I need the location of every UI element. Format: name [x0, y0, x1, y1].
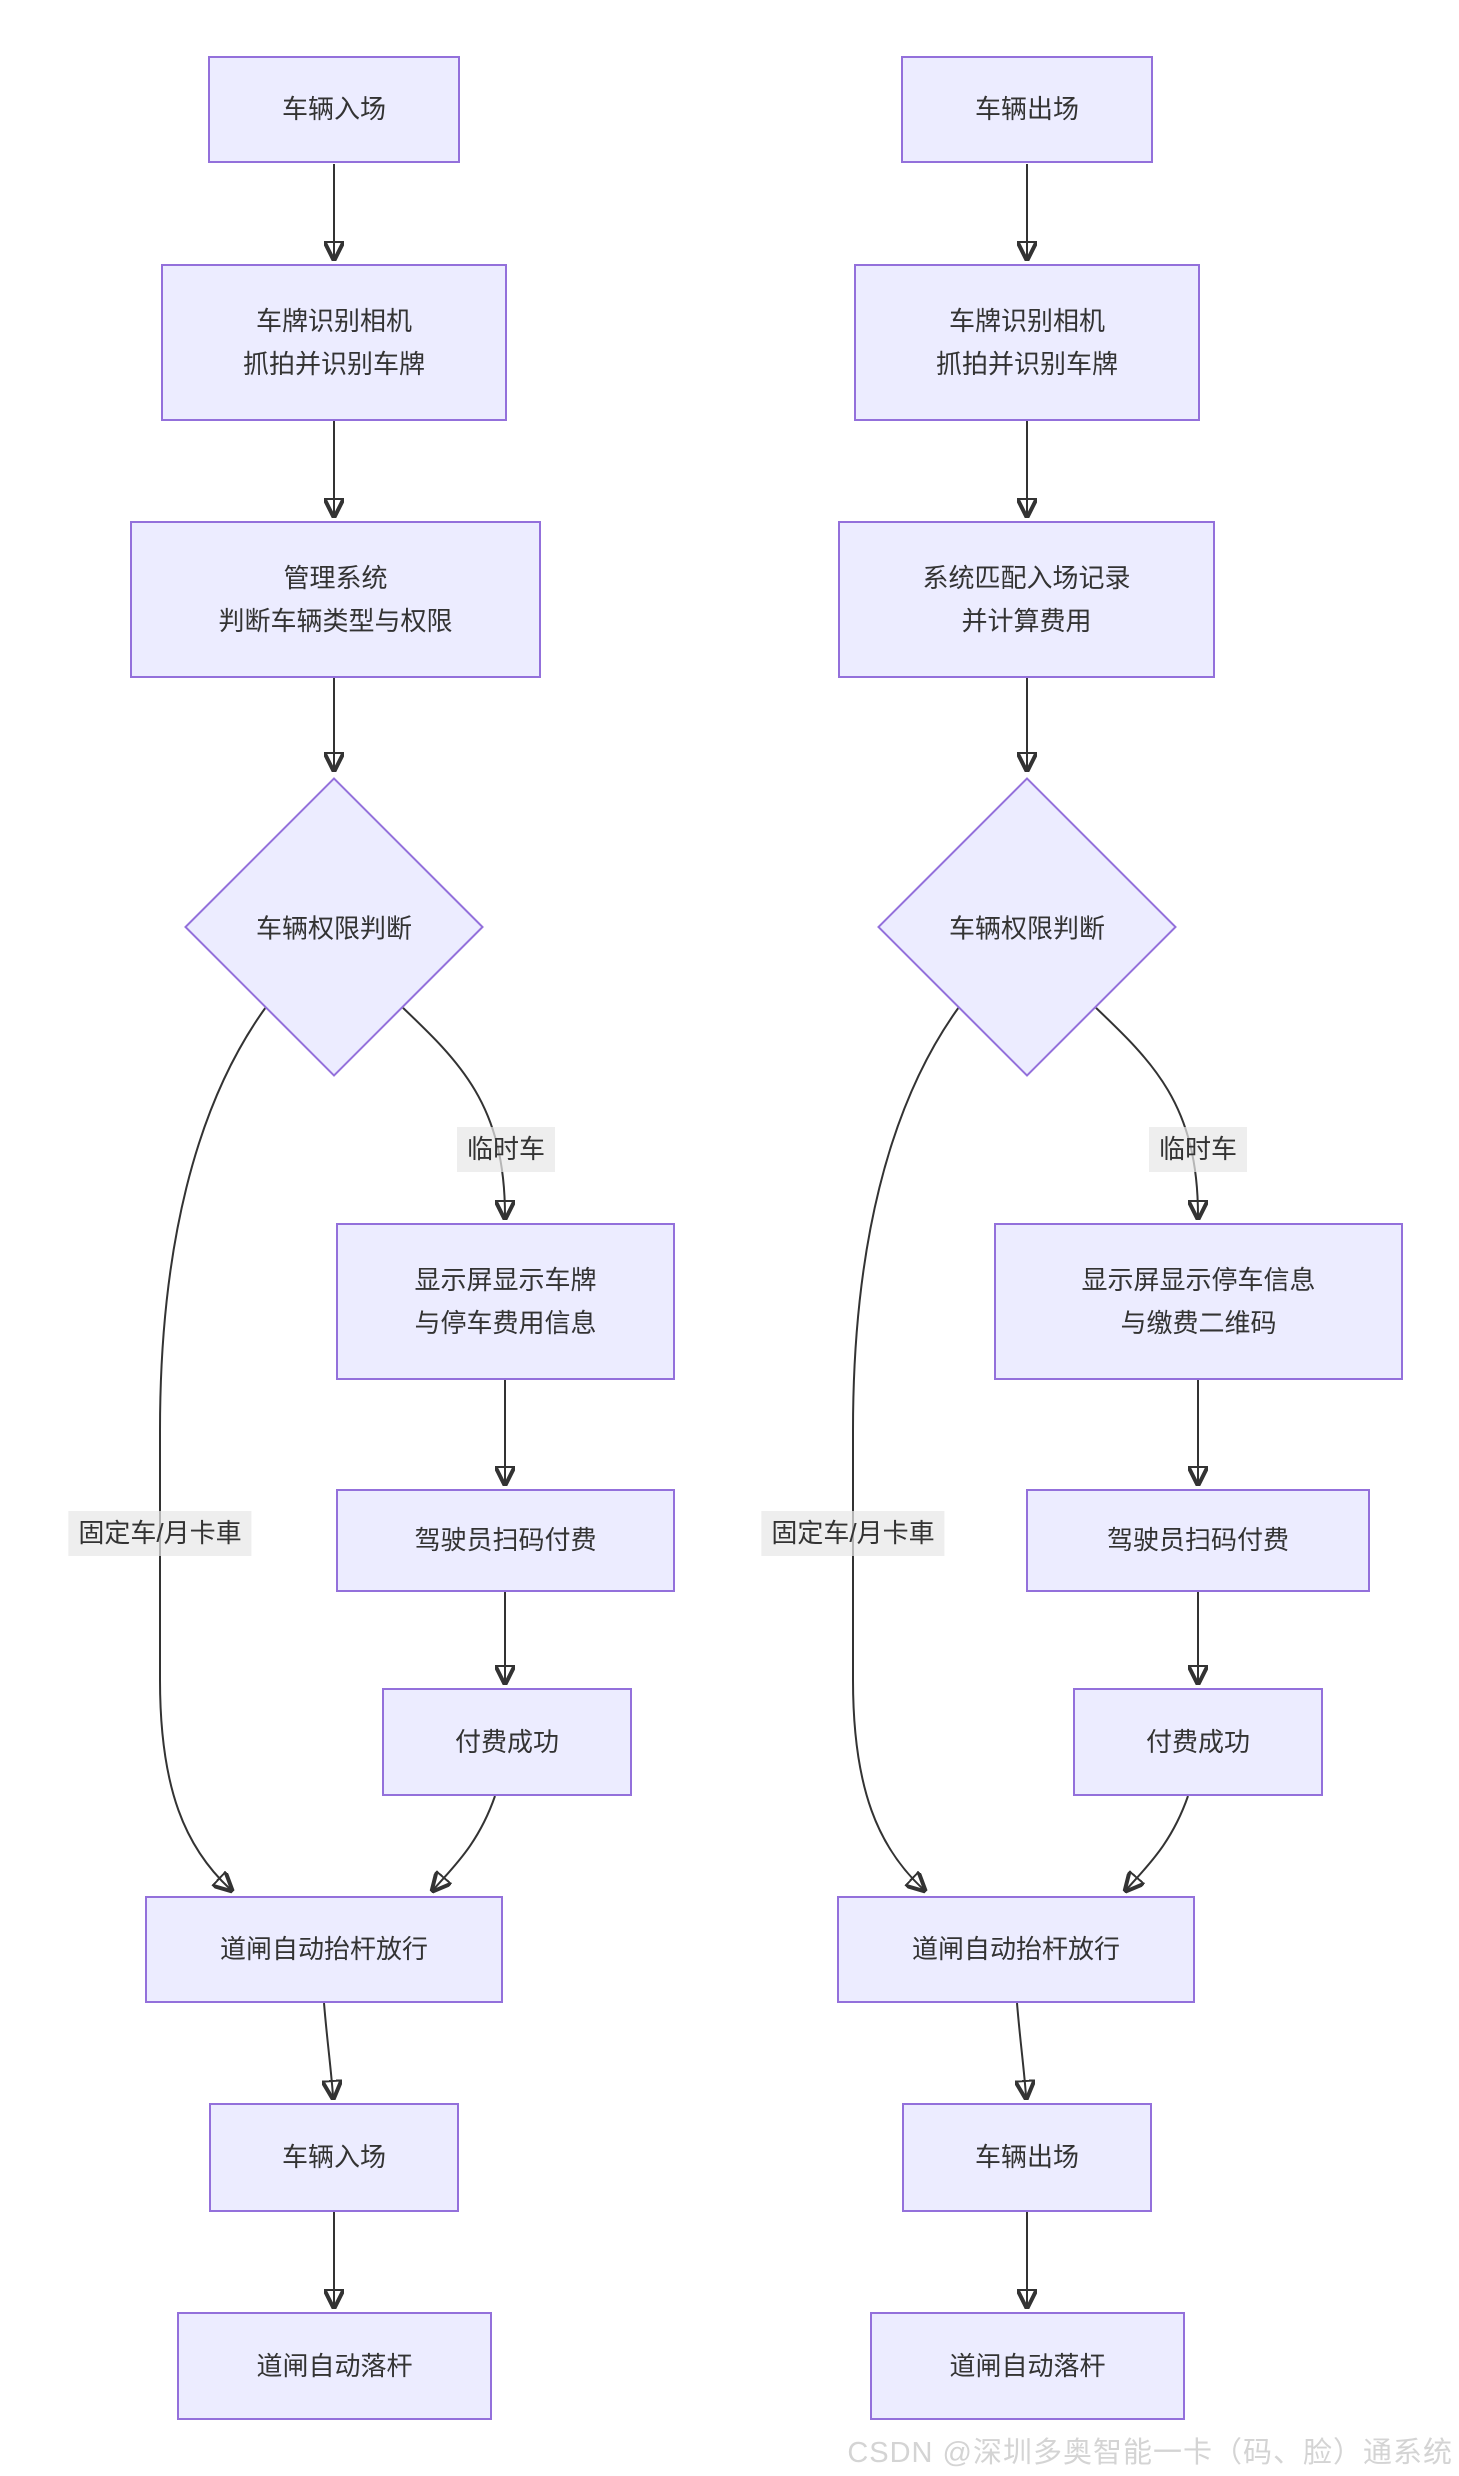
edge-entry-gate-pass	[324, 2002, 333, 2096]
node-entry-start: 车辆入场	[208, 56, 460, 163]
edge-label-entry-fixed: 固定车/月卡車	[68, 1511, 252, 1556]
node-entry-camera: 车牌识别相机 抓拍并识别车牌	[161, 264, 507, 421]
edge-label-exit-fixed: 固定车/月卡車	[761, 1511, 945, 1556]
node-entry-pass: 车辆入场	[209, 2103, 459, 2212]
node-entry-check: 管理系统 判断车辆类型与权限	[130, 521, 541, 678]
node-exit-pay-ok: 付费成功	[1073, 1688, 1323, 1796]
edge-exit-temp-branch	[1092, 1004, 1198, 1216]
decision-exit-permission-label: 车辆权限判断	[948, 913, 1105, 944]
edge-label-exit-temporary: 临时车	[1148, 1127, 1248, 1172]
node-exit-scan-pay: 驾驶员扫码付费	[1026, 1489, 1370, 1592]
decision-entry-permission-label: 车辆权限判断	[255, 913, 412, 944]
node-exit-gate-open: 道闸自动抬杆放行	[837, 1896, 1195, 2003]
node-exit-gate-down: 道闸自动落杆	[870, 2312, 1185, 2420]
edge-entry-payok-gate	[434, 1795, 496, 1889]
edge-entry-fixed-branch	[159, 1006, 267, 1889]
node-exit-check: 系统匹配入场记录 并计算费用	[838, 521, 1215, 678]
node-entry-display: 显示屏显示车牌 与停车费用信息	[336, 1223, 675, 1380]
node-entry-scan-pay: 驾驶员扫码付费	[336, 1489, 675, 1592]
node-exit-start: 车辆出场	[901, 56, 1153, 163]
edge-exit-payok-gate	[1127, 1795, 1189, 1889]
node-exit-camera: 车牌识别相机 抓拍并识别车牌	[854, 264, 1200, 421]
edge-label-entry-temporary: 临时车	[456, 1127, 556, 1172]
csdn-watermark: CSDN @深圳多奥智能一卡（码、脸）通系统	[847, 2437, 1453, 2469]
node-entry-gate-down: 道闸自动落杆	[177, 2312, 492, 2420]
node-entry-gate-open: 道闸自动抬杆放行	[145, 1896, 503, 2003]
edge-entry-temp-branch	[399, 1004, 505, 1216]
edge-exit-fixed-branch	[852, 1006, 960, 1889]
node-exit-pass: 车辆出场	[902, 2103, 1152, 2212]
node-entry-pay-ok: 付费成功	[382, 1688, 632, 1796]
node-exit-display: 显示屏显示停车信息 与缴费二维码	[994, 1223, 1403, 1380]
edge-exit-gate-pass	[1017, 2002, 1026, 2096]
